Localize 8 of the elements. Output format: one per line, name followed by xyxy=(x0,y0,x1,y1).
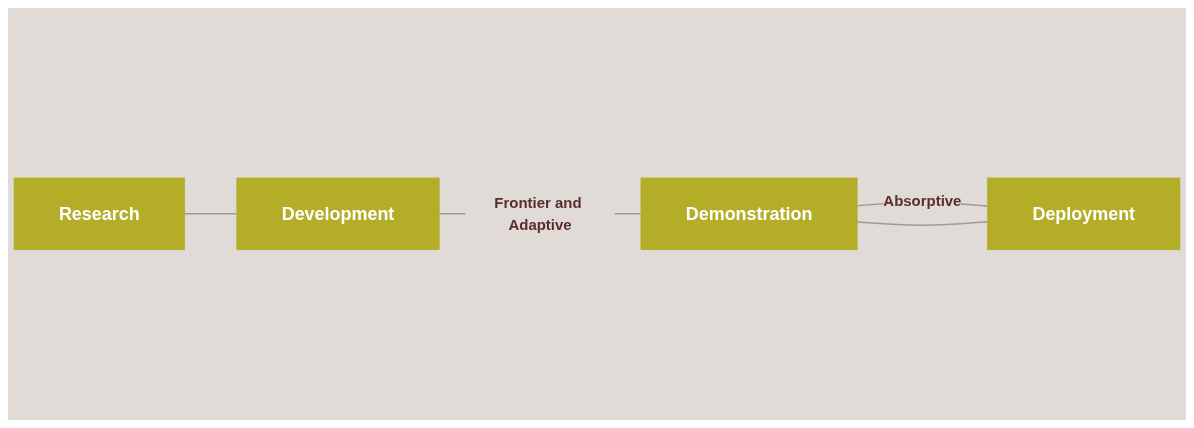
edge-label: Absorptive xyxy=(883,192,962,210)
connector xyxy=(183,213,238,215)
node-box: Research xyxy=(13,177,185,251)
node-box: Development xyxy=(236,177,440,251)
node-box: Demonstration xyxy=(640,177,858,251)
node-box: Deployment xyxy=(987,177,1181,251)
connector xyxy=(856,221,989,227)
edge-label: Frontier and Adaptive xyxy=(494,194,582,234)
